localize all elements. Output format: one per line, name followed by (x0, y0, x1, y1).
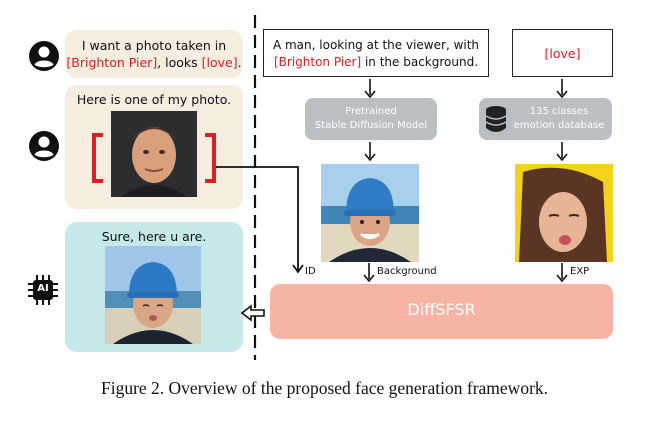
background-label: Background (377, 266, 437, 277)
bracket-left (92, 133, 103, 183)
arrow-down-icon (556, 79, 568, 99)
scene-prompt-line2: in the background. (361, 55, 479, 69)
expression-photo (515, 164, 613, 262)
output-arrow-icon (240, 304, 265, 322)
user-photo-message: Here is one of my photo. (76, 92, 232, 107)
prompt-sep: , looks (157, 55, 202, 70)
id-label: ID (305, 266, 316, 277)
emotion-db-line2: emotion database (513, 120, 605, 131)
scene-prompt-box: A man, looking at the viewer, with [Brig… (263, 29, 489, 77)
exp-label: EXP (570, 266, 590, 277)
emotion-database-box: 135 classes emotion database (479, 98, 612, 140)
id-connector-arrow (216, 166, 304, 274)
user-prompt-bubble: I want a photo taken in [Brighton Pier],… (65, 30, 243, 78)
user-icon (29, 131, 59, 161)
arrow-down-icon (364, 79, 376, 99)
ai-reply-bubble: Sure, here u are. (65, 222, 243, 352)
emotion-db-line1: 135 classes (529, 106, 589, 117)
scene-place-tag: [Brighton Pier] (273, 55, 362, 69)
ai-reply-message: Sure, here u are. (101, 229, 207, 244)
emotion-tag-text: [love] (544, 46, 581, 61)
model-line1: Pretrained (345, 106, 397, 117)
scene-prompt-line1: A man, looking at the viewer, with (272, 38, 480, 52)
arrow-down-icon (556, 142, 568, 162)
ai-chip-label: AI (37, 283, 49, 294)
result-face-photo (105, 246, 201, 344)
divider-line (253, 15, 257, 360)
prompt-end: . (237, 55, 242, 70)
diffsfsr-box: DiffSFSR (270, 284, 613, 339)
figure-caption: Figure 2. Overview of the proposed face … (100, 378, 549, 398)
ai-chip-icon: AI (26, 273, 60, 307)
diffsfsr-label: DiffSFSR (407, 300, 476, 319)
stable-diffusion-model-box: Pretrained Stable Diffusion Model (305, 98, 437, 140)
user-icon (29, 41, 59, 71)
database-icon (485, 106, 507, 132)
background-photo (321, 164, 419, 262)
user-photo-bubble: Here is one of my photo. (65, 85, 243, 209)
place-tag: [Brighton Pier] (66, 55, 158, 70)
arrow-down-icon (363, 263, 375, 283)
model-line2: Stable Diffusion Model (314, 120, 428, 131)
emotion-tag-box: [love] (512, 29, 613, 77)
arrow-down-icon (556, 263, 568, 283)
arrow-down-icon (364, 142, 376, 162)
emotion-tag: [love] (201, 55, 238, 70)
user-face-photo (111, 111, 197, 197)
bracket-right (205, 133, 216, 183)
user-prompt-line1: I want a photo taken in (81, 38, 227, 53)
